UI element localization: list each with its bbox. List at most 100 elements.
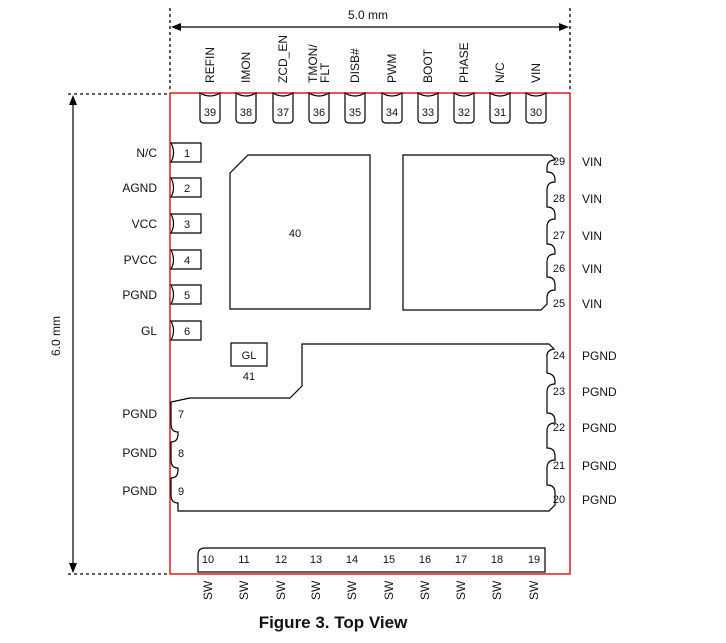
width-arrow-left [171, 23, 181, 31]
pin-1-number: 1 [184, 148, 190, 160]
pin-5-pad [169, 284, 202, 305]
pin-33-label: BOOT [421, 48, 435, 83]
pin-29-number: 29 [553, 156, 565, 168]
pin-16-label: SW [418, 580, 432, 600]
vin-pad [402, 154, 556, 311]
pin-15-label: SW [382, 580, 396, 600]
pin-17-label: SW [454, 580, 468, 600]
pin-37-pad [272, 91, 294, 124]
pin-11-number: 11 [238, 554, 249, 566]
pin-20-label: PGND [582, 493, 617, 507]
pin-19-number: 19 [528, 554, 540, 566]
pin-25-label: VIN [582, 297, 602, 311]
pin-28-label: VIN [582, 192, 602, 206]
pin-35-label: DISB# [348, 48, 362, 83]
pin-2-pad [169, 177, 202, 198]
pin-13-label: SW [309, 580, 323, 600]
height-arrow-top [69, 95, 77, 105]
pin-23-label: PGND [582, 385, 617, 399]
pin-32-label: PHASE [457, 42, 471, 83]
pin-7-number: 7 [178, 409, 184, 421]
pin-32-number: 32 [458, 107, 470, 119]
pin-4-number: 4 [184, 255, 190, 267]
pin-39-pad [199, 91, 221, 124]
pin-16-number: 16 [419, 554, 431, 566]
pin-36-number: 36 [313, 107, 325, 119]
pin-11-label: SW [237, 580, 251, 600]
pin-39-number: 39 [204, 107, 216, 119]
pad-41-label: GL [242, 350, 257, 362]
pin-31-label: N/C [493, 62, 507, 83]
pin-5-number: 5 [184, 290, 190, 302]
pin-20-number: 20 [553, 494, 565, 506]
pin-6-number: 6 [184, 326, 190, 338]
pin-28-number: 28 [553, 193, 565, 205]
pin-31-number: 31 [494, 107, 506, 119]
pin-3-label: VCC [132, 217, 158, 231]
pin-37-label: ZCD_EN [276, 35, 290, 83]
pin-24-label: PGND [582, 349, 617, 363]
pin-22-label: PGND [582, 421, 617, 435]
height-label: 6.0 mm [49, 316, 63, 356]
pin-10-number: 10 [202, 554, 214, 566]
pin-38-number: 38 [240, 107, 252, 119]
top-pins: 30VIN31N/C32PHASE33BOOT34PWM35DISB#36TMO… [199, 35, 547, 124]
pin-10-label: SW [201, 580, 215, 600]
figure-caption: Figure 3. Top View [259, 613, 408, 632]
pgnd-pad [170, 343, 556, 512]
pin-8-number: 8 [178, 448, 184, 460]
pin-26-label: VIN [582, 262, 602, 276]
pin-32-pad [453, 91, 475, 124]
pin-2-label: AGND [122, 181, 157, 195]
pin-33-number: 33 [422, 107, 434, 119]
pin-35-number: 35 [349, 107, 361, 119]
pin-21-number: 21 [553, 460, 565, 472]
pin-36-label: TMON/FLT [306, 44, 332, 83]
width-arrow-right [559, 23, 569, 31]
thermal-pad-40 [229, 154, 371, 310]
pin-4-label: PVCC [124, 253, 158, 267]
pin-34-number: 34 [386, 107, 398, 119]
width-label: 5.0 mm [348, 8, 388, 22]
pin-1-label: N/C [136, 146, 157, 160]
pin-9-number: 9 [178, 486, 184, 498]
pin-7-label: PGND [122, 407, 157, 421]
pin-12-number: 12 [275, 554, 287, 566]
pin-6-label: GL [141, 324, 157, 338]
pin-18-number: 18 [491, 554, 503, 566]
pin-34-pad [381, 91, 403, 124]
pin-34-label: PWM [385, 54, 399, 83]
height-arrow-bottom [69, 563, 77, 573]
pin-38-pad [235, 91, 257, 124]
pin-22-number: 22 [553, 422, 565, 434]
pin-29-label: VIN [582, 155, 602, 169]
pad-41-number: 41 [243, 371, 255, 383]
pin-25-number: 25 [553, 298, 565, 310]
pin-18-label: SW [490, 580, 504, 600]
pin-6-pad [169, 320, 202, 341]
pin-26-number: 26 [553, 263, 565, 275]
pin-21-label: PGND [582, 459, 617, 473]
pad-41 [230, 342, 268, 367]
pin-3-pad [169, 213, 202, 234]
pin-31-pad [489, 91, 511, 124]
pin-3-number: 3 [184, 219, 190, 231]
pin-19-label: SW [527, 580, 541, 600]
pin-30-pad [525, 91, 547, 124]
pin-33-pad [417, 91, 439, 124]
pin-39-label: REFIN [203, 47, 217, 83]
pin-23-number: 23 [553, 386, 565, 398]
pin-30-label: VIN [529, 63, 543, 83]
sw-pad [197, 547, 546, 573]
pin-27-label: VIN [582, 229, 602, 243]
pin-24-number: 24 [553, 350, 565, 362]
pin-15-number: 15 [383, 554, 395, 566]
pin-9-label: PGND [122, 484, 157, 498]
left-pins: 1N/C2AGND3VCC4PVCC5PGND6GL7PGND8PGND9PGN… [122, 142, 202, 498]
pin-37-number: 37 [277, 107, 289, 119]
pin-8-label: PGND [122, 446, 157, 460]
pin-38-label: IMON [239, 52, 253, 83]
pin-2-number: 2 [184, 183, 190, 195]
